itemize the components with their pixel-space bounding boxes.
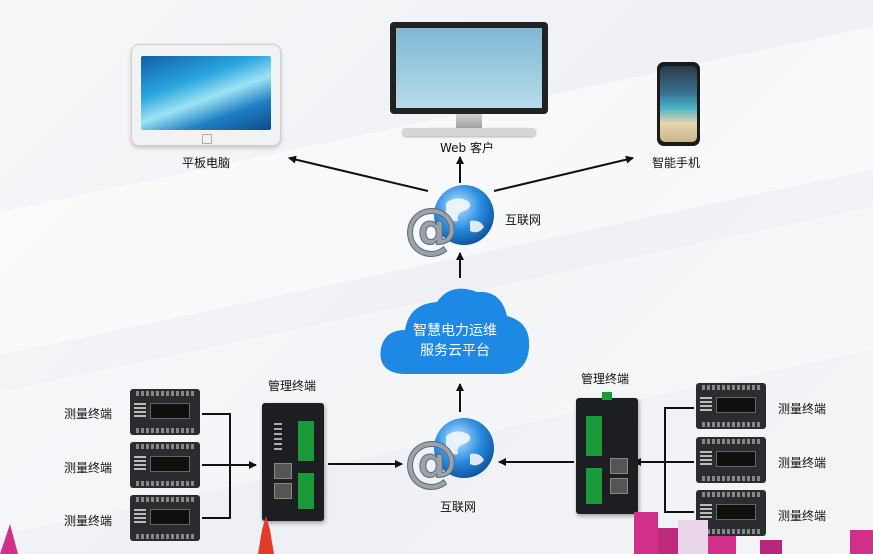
web-monitor (384, 22, 554, 140)
internet-top-label: 互联网 (505, 213, 542, 227)
right-meter-2 (696, 437, 766, 483)
terminal-block-icon (586, 416, 602, 456)
left-meter-label-3: 测量终端 (64, 514, 113, 528)
left-meter-label-1: 测量终端 (64, 407, 113, 421)
terminal-block-icon (298, 421, 314, 461)
svg-text:@: @ (404, 197, 458, 259)
cloud-title-line1: 智慧电力运维 (413, 323, 497, 339)
globe-icon: @ (404, 185, 494, 261)
smartphone (657, 62, 700, 146)
tablet-label: 平板电脑 (182, 156, 231, 170)
left-meter-3 (130, 495, 200, 541)
cloud-platform: 智慧电力运维 服务云平台 (377, 282, 533, 378)
left-meter-1 (130, 389, 200, 435)
web-label: Web 客户 (440, 141, 494, 155)
left-meter-2 (130, 442, 200, 488)
arrow-to-phone (493, 155, 634, 192)
arrow-to-tablet (288, 155, 429, 192)
right-meter-1 (696, 383, 766, 429)
internet-bottom-label: 互联网 (440, 500, 477, 514)
right-meter-label-1: 测量终端 (778, 402, 827, 416)
svg-text:@: @ (404, 430, 458, 492)
cloud-icon (380, 288, 530, 374)
cloud-title-line2: 服务云平台 (420, 343, 490, 359)
globe-icon: @ (404, 418, 494, 494)
right-manager-terminal (576, 392, 638, 514)
left-manager-label: 管理终端 (268, 379, 317, 393)
left-manager-terminal (262, 403, 324, 521)
phone-label: 智能手机 (652, 156, 701, 170)
right-meter-label-2: 测量终端 (778, 456, 827, 470)
internet-globe-top: @ (404, 185, 496, 261)
left-meter-label-2: 测量终端 (64, 461, 113, 475)
right-meter-3 (696, 490, 766, 536)
internet-globe-bottom: @ (404, 418, 496, 494)
tablet-device (131, 44, 281, 146)
right-meter-label-3: 测量终端 (778, 509, 827, 523)
right-manager-label: 管理终端 (581, 372, 630, 386)
